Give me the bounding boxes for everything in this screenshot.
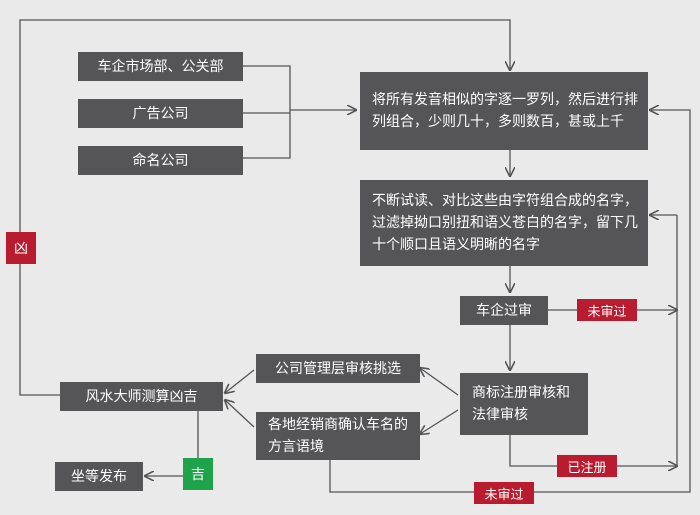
connector-trademark-to-dealer: [420, 409, 459, 434]
connector-mgmt-to-fengshui: [225, 369, 255, 393]
publish-box: 坐等发布: [55, 462, 143, 491]
connector-trademark-registered: [509, 435, 677, 466]
naming-company-box: 命名公司: [78, 146, 243, 175]
bad-omen-tag: 凶: [6, 232, 36, 264]
dealer-dialect-box: 各地经销商确认车名的方言语境: [256, 412, 420, 460]
connector-dealer-to-fengshui: [225, 400, 255, 428]
market-pr-box: 车企市场部、公关部: [78, 52, 243, 81]
not-passed-tag-2: 未审过: [474, 482, 534, 504]
not-passed-tag-1: 未审过: [577, 299, 637, 321]
connector-fengshui-bad: [19, 19, 510, 396]
connector-trademark-to-mgmt: [420, 368, 459, 396]
filter-box: 不断试读、对比这些由字符组合成的名字，过滤掉拗口别扭和语义苍白的名字，留下几十个…: [360, 180, 648, 266]
connector-market: [243, 65, 291, 110]
permute-box: 将所有发音相似的字逐一罗列，然后进行排列组合，少则几十，多则数百，甚或上千: [360, 72, 648, 150]
connector-naming: [243, 110, 291, 159]
registered-tag: 已注册: [557, 455, 617, 477]
ad-agency-box: 广告公司: [78, 99, 243, 128]
review-box: 车企过审: [460, 296, 548, 325]
connector-dealer-not-passed: [329, 110, 691, 493]
good-omen-tag: 吉: [183, 458, 213, 490]
trademark-legal-box: 商标注册审核和法律审核: [460, 373, 588, 435]
fengshui-box: 风水大师测算凶吉: [60, 382, 223, 411]
mgmt-review-box: 公司管理层审核挑选: [256, 354, 420, 383]
